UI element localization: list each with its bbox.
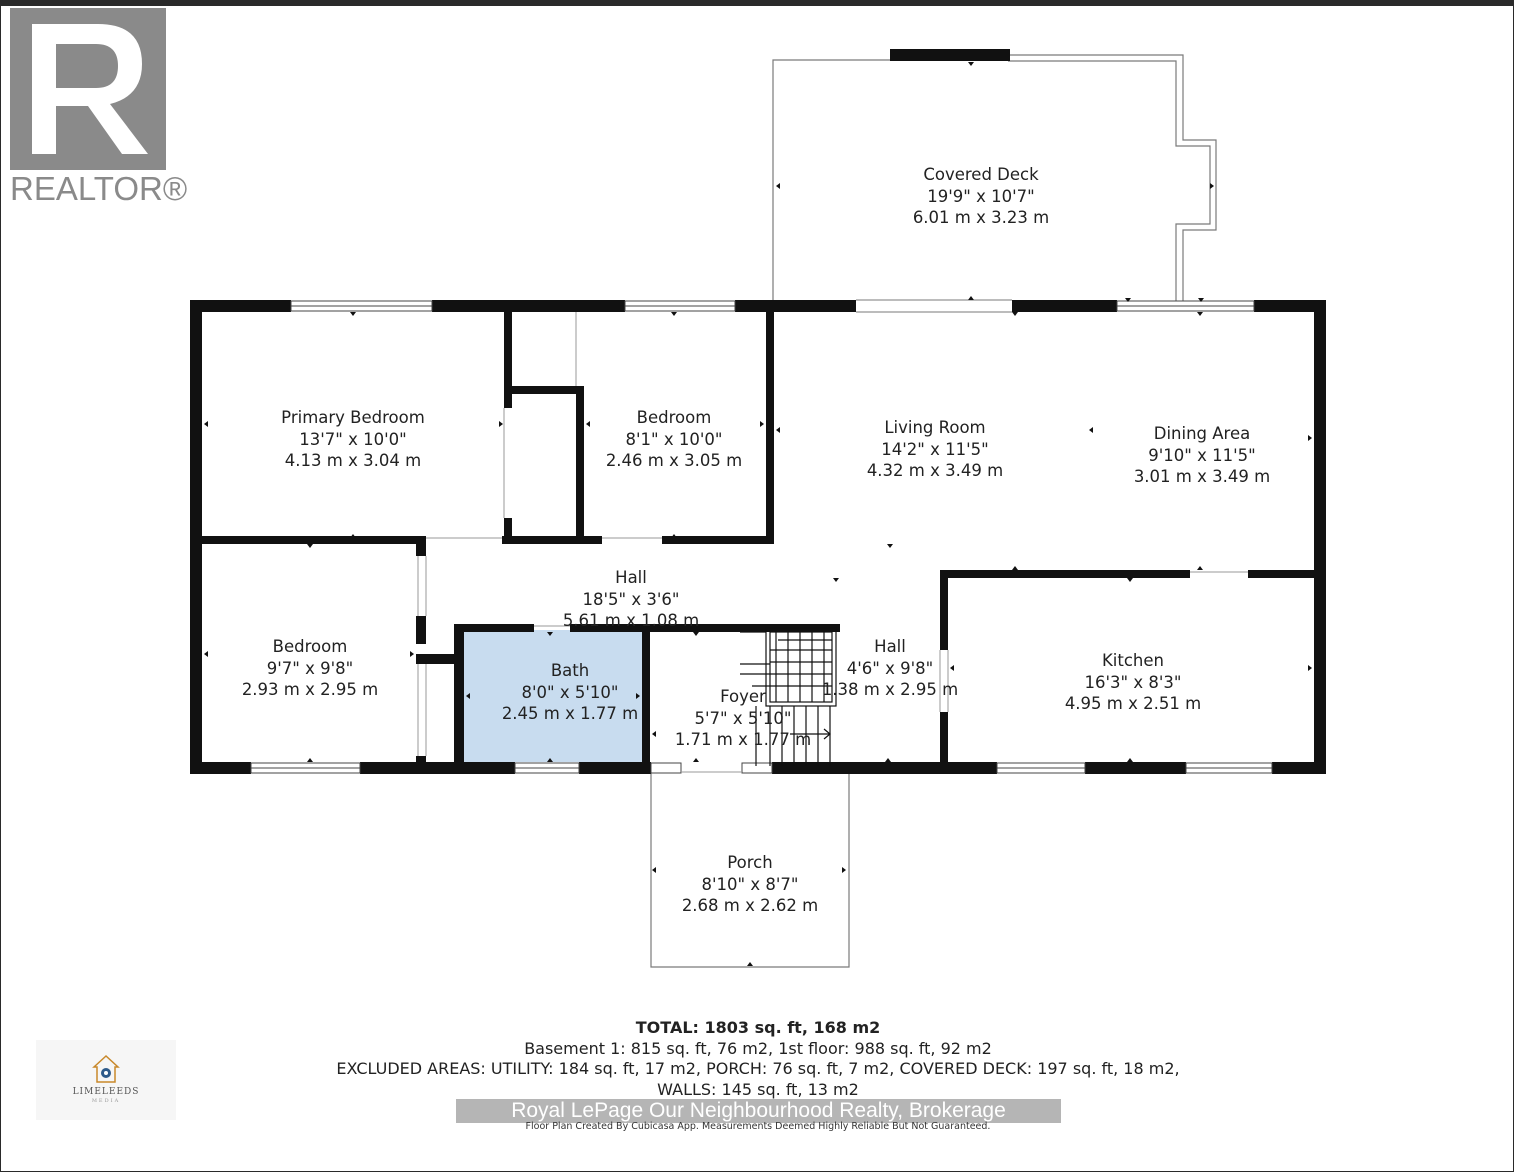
room-hall-2: Hall 4'6" x 9'8" 1.38 m x 2.95 m <box>822 636 958 701</box>
room-porch: Porch 8'10" x 8'7" 2.68 m x 2.62 m <box>682 852 818 917</box>
room-name: Hall <box>615 568 647 587</box>
room-metric: 3.01 m x 3.49 m <box>1133 467 1271 486</box>
room-name: Bath <box>550 661 590 680</box>
covered-deck-outline <box>772 54 1217 302</box>
room-hall-1: Hall 18'5" x 3'6" 5.61 m x 1.08 m <box>563 567 699 632</box>
room-foyer: Foyer 5'7" x 5'10" 1.71 m x 1.77 m <box>675 686 811 751</box>
room-imperial: 19'9" x 10'7" <box>927 186 1035 206</box>
room-metric: 1.71 m x 1.77 m <box>674 730 812 749</box>
room-metric: 5.61 m x 1.08 m <box>562 611 700 630</box>
room-imperial: 9'10" x 11'5" <box>1148 445 1256 465</box>
room-name: Covered Deck <box>923 165 1039 184</box>
room-metric: 4.32 m x 3.49 m <box>866 461 1004 480</box>
room-name: Bedroom <box>636 408 712 427</box>
deck-wall-segment <box>890 49 1010 61</box>
room-covered-deck: Covered Deck 19'9" x 10'7" 6.01 m x 3.23… <box>913 164 1049 229</box>
porch-outline <box>650 772 850 968</box>
room-metric: 4.13 m x 3.04 m <box>284 451 422 470</box>
brokerage-watermark: Royal LePage Our Neighbourhood Realty, B… <box>456 1099 1061 1123</box>
room-name: Dining Area <box>1153 424 1251 443</box>
room-imperial: 14'2" x 11'5" <box>881 439 989 459</box>
room-bedroom-2: Bedroom 9'7" x 9'8" 2.93 m x 2.95 m <box>242 636 378 701</box>
room-imperial: 5'7" x 5'10" <box>694 708 792 728</box>
room-imperial: 4'6" x 9'8" <box>846 658 934 678</box>
room-metric: 2.45 m x 1.77 m <box>501 704 639 723</box>
room-metric: 2.46 m x 3.05 m <box>605 451 743 470</box>
limeleeds-name: LIMELEEDS <box>72 1087 140 1097</box>
deck-door <box>856 299 1012 313</box>
room-metric: 4.95 m x 2.51 m <box>1064 694 1202 713</box>
room-metric: 1.38 m x 2.95 m <box>821 680 959 699</box>
room-name: Kitchen <box>1101 651 1164 670</box>
room-name: Bedroom <box>272 637 348 656</box>
room-living-room: Living Room 14'2" x 11'5" 4.32 m x 3.49 … <box>867 417 1003 482</box>
room-imperial: 16'3" x 8'3" <box>1084 672 1182 692</box>
room-dining-area: Dining Area 9'10" x 11'5" 3.01 m x 3.49 … <box>1134 423 1270 488</box>
limeleeds-sub: MEDIA <box>91 1098 121 1104</box>
room-metric: 2.68 m x 2.62 m <box>681 896 819 915</box>
dimension-ticks <box>204 62 1312 966</box>
room-imperial: 8'0" x 5'10" <box>521 682 619 702</box>
room-kitchen: Kitchen 16'3" x 8'3" 4.95 m x 2.51 m <box>1065 650 1201 715</box>
room-imperial: 8'1" x 10'0" <box>625 429 723 449</box>
total-area: TOTAL: 1803 sq. ft, 168 m2 <box>635 1018 881 1037</box>
room-imperial: 18'5" x 3'6" <box>582 589 680 609</box>
walls-area: WALLS: 145 sq. ft, 13 m2 <box>657 1079 859 1099</box>
exterior-walls <box>190 300 1326 774</box>
room-bedroom-1: Bedroom 8'1" x 10'0" 2.46 m x 3.05 m <box>606 407 742 472</box>
door-openings <box>417 312 1248 773</box>
bath-fill <box>460 630 642 762</box>
staircase <box>740 627 837 766</box>
room-imperial: 8'10" x 8'7" <box>701 874 799 894</box>
room-imperial: 13'7" x 10'0" <box>299 429 407 449</box>
area-summary: TOTAL: 1803 sq. ft, 168 m2 Basement 1: 8… <box>0 1018 1516 1100</box>
floor-areas: Basement 1: 815 sq. ft, 76 m2, 1st floor… <box>524 1038 992 1058</box>
room-metric: 2.93 m x 2.95 m <box>241 680 379 699</box>
realtor-r-mark-icon <box>10 8 166 170</box>
realtor-logo: REALTOR® <box>6 4 187 207</box>
limeleeds-logo: LIMELEEDS MEDIA <box>36 1040 176 1120</box>
room-imperial: 9'7" x 9'8" <box>266 658 354 678</box>
disclaimer: Floor Plan Created By Cubicasa App. Meas… <box>525 1121 991 1132</box>
interior-walls <box>190 312 1326 774</box>
room-bath: Bath 8'0" x 5'10" 2.45 m x 1.77 m <box>502 660 638 725</box>
room-primary-bedroom: Primary Bedroom 13'7" x 10'0" 4.13 m x 3… <box>281 407 425 472</box>
realtor-wordmark: REALTOR® <box>10 170 188 207</box>
room-name: Hall <box>874 637 906 656</box>
windows <box>250 300 1273 774</box>
house-icon <box>92 1054 120 1083</box>
room-name: Living Room <box>884 418 986 437</box>
room-metric: 6.01 m x 3.23 m <box>912 208 1050 227</box>
excluded-areas: EXCLUDED AREAS: UTILITY: 184 sq. ft, 17 … <box>336 1059 1180 1078</box>
room-name: Foyer <box>720 687 766 706</box>
room-name: Primary Bedroom <box>281 408 425 427</box>
room-name: Porch <box>727 853 773 872</box>
